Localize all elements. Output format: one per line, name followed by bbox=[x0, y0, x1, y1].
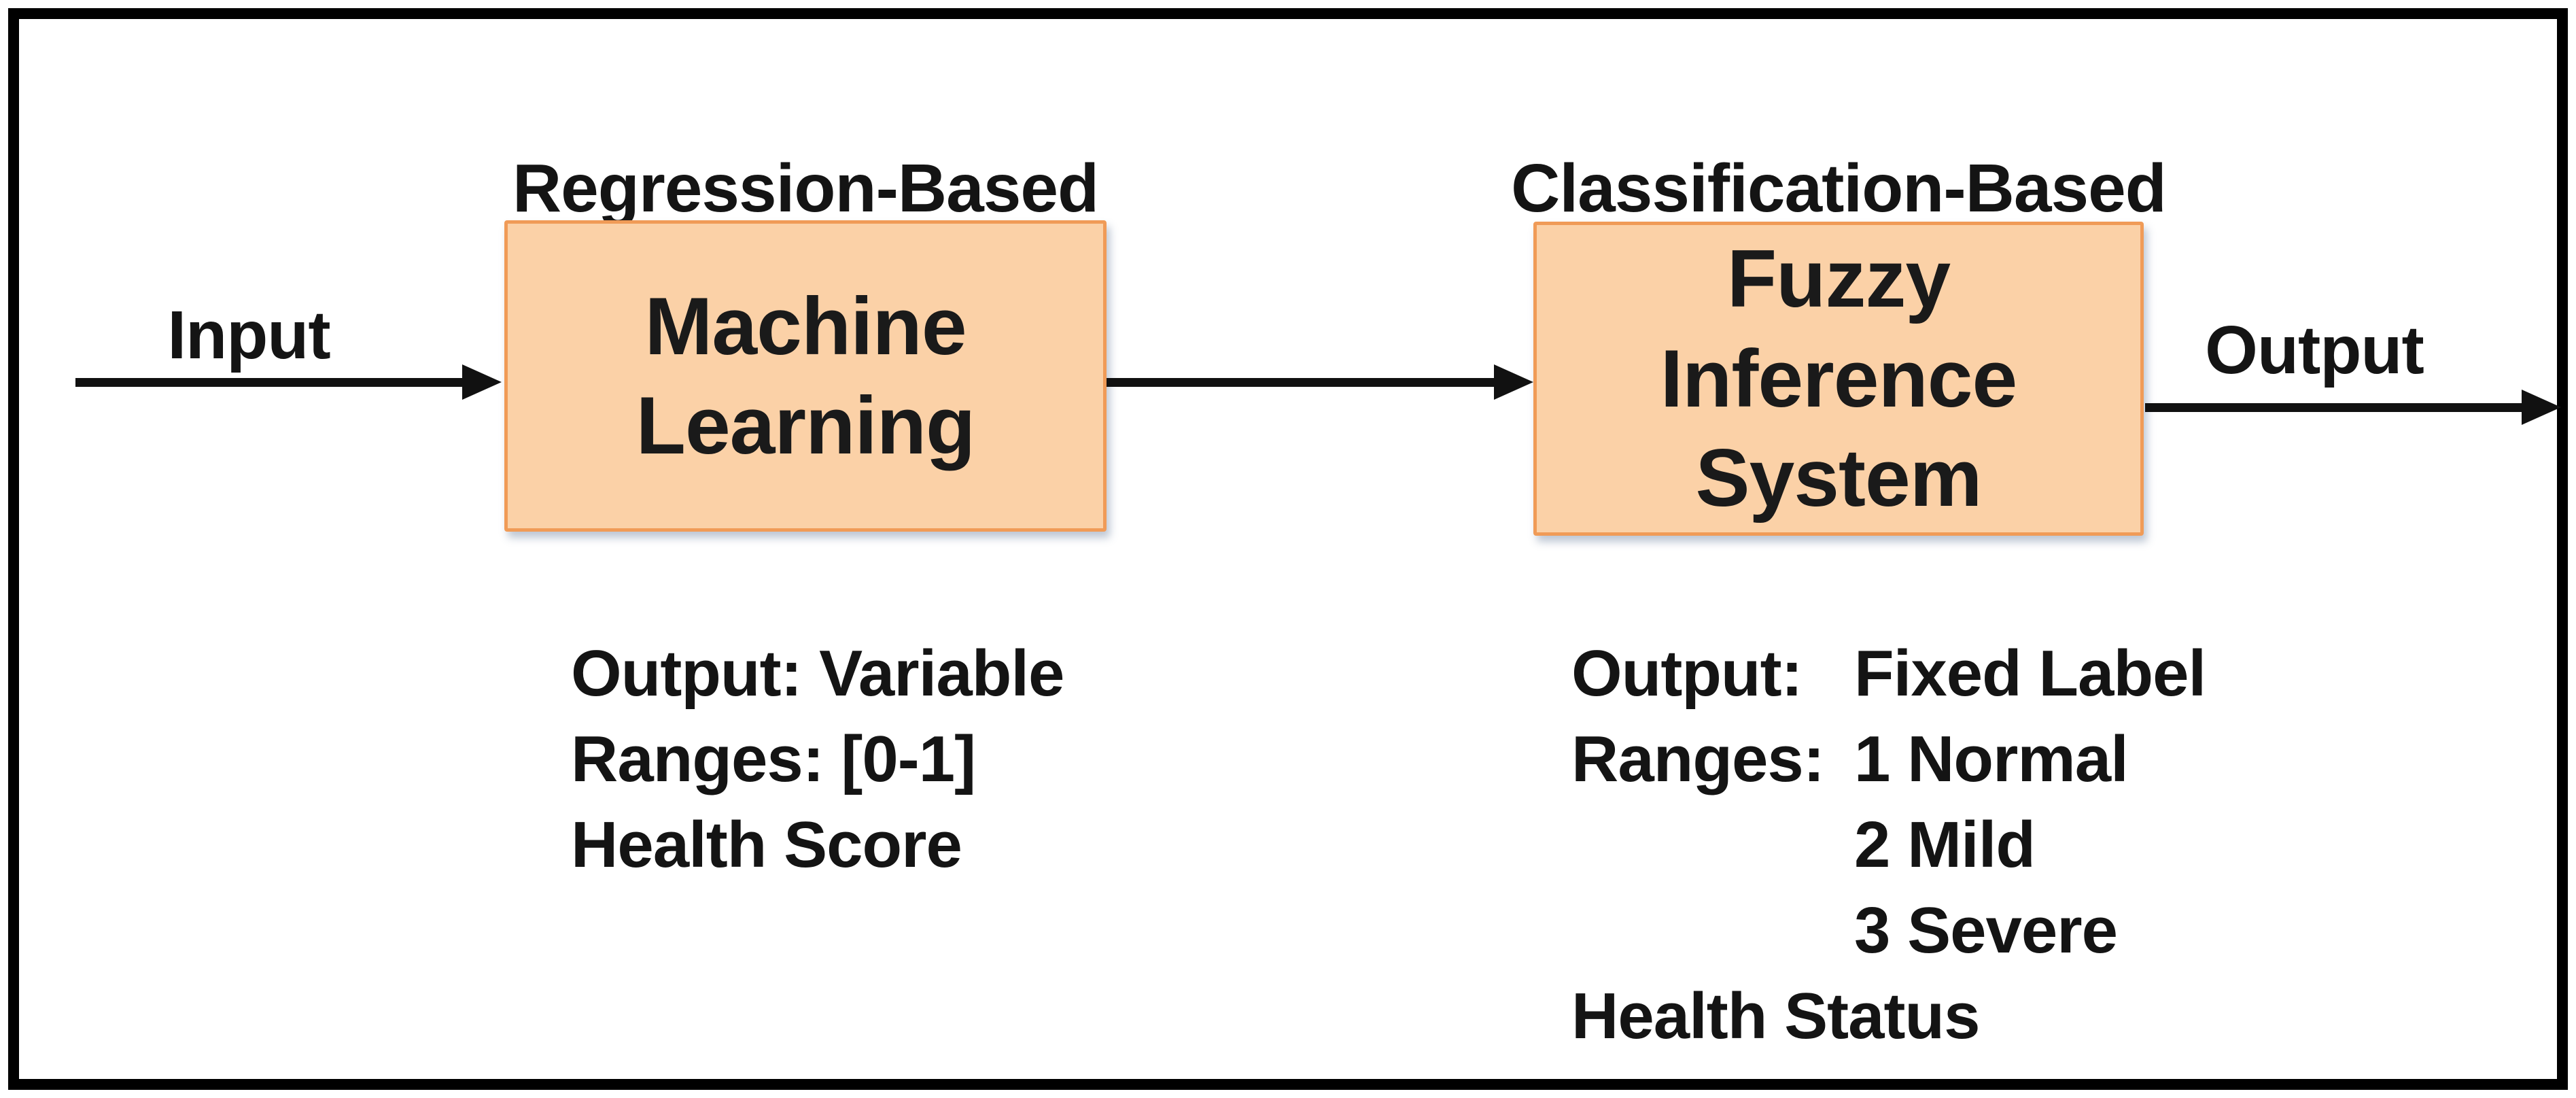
fuzzy-inference-system-box: Fuzzy Inference System bbox=[1533, 222, 2144, 536]
machine-learning-box: Machine Learning bbox=[504, 220, 1107, 532]
arrowhead-icon bbox=[1494, 364, 1533, 400]
arrowhead-icon bbox=[462, 364, 502, 400]
box-label-line: Fuzzy bbox=[1726, 233, 1951, 325]
classification-based-title: Classification-Based bbox=[1511, 150, 2167, 226]
output-label: Output bbox=[2205, 312, 2424, 388]
arrow-line bbox=[2145, 403, 2529, 412]
fis-note-footer: Health Status bbox=[1571, 980, 1980, 1052]
fis-note-row: 3 Severe bbox=[1571, 888, 2206, 974]
fis-note-row: Ranges: 1 Normal bbox=[1571, 717, 2206, 802]
output-arrow bbox=[2145, 390, 2561, 425]
ml-notes: Output: Variable Ranges: [0-1] Health Sc… bbox=[571, 631, 1064, 888]
fis-note-value: 2 Mild bbox=[1854, 808, 2036, 881]
fis-note-row: Output: Fixed Label bbox=[1571, 631, 2206, 717]
box-label-line: Learning bbox=[636, 380, 976, 471]
fis-note-value: 1 Normal bbox=[1854, 723, 2129, 795]
box-label-line: System bbox=[1695, 432, 1983, 524]
arrow-line bbox=[75, 378, 470, 387]
fis-notes: Output: Fixed Label Ranges: 1 Normal 2 M… bbox=[1571, 631, 2206, 1059]
arrow-line bbox=[1107, 378, 1501, 387]
fis-note-label: Output: bbox=[1571, 637, 1803, 710]
input-label: Input bbox=[167, 297, 330, 373]
ml-note-line: Health Score bbox=[571, 808, 962, 881]
ml-note-line: Ranges: [0-1] bbox=[571, 723, 976, 795]
fis-note-label: Ranges: bbox=[1571, 723, 1825, 795]
fis-note-label bbox=[1571, 888, 1854, 974]
input-arrow bbox=[75, 364, 502, 400]
fis-note-value: Fixed Label bbox=[1854, 637, 2206, 710]
fis-note-label bbox=[1571, 802, 1854, 888]
box-label-line: Machine bbox=[644, 280, 967, 372]
fis-note-value: 3 Severe bbox=[1854, 894, 2118, 967]
ml-to-fis-arrow bbox=[1107, 364, 1533, 400]
arrowhead-icon bbox=[2522, 390, 2561, 425]
regression-based-title: Regression-Based bbox=[512, 150, 1099, 226]
fis-note-row: 2 Mild bbox=[1571, 802, 2206, 888]
outer-frame: Regression-Based Classification-Based In… bbox=[8, 8, 2568, 1090]
ml-note-line: Output: Variable bbox=[571, 637, 1064, 710]
box-label-line: Inference bbox=[1660, 332, 2018, 424]
